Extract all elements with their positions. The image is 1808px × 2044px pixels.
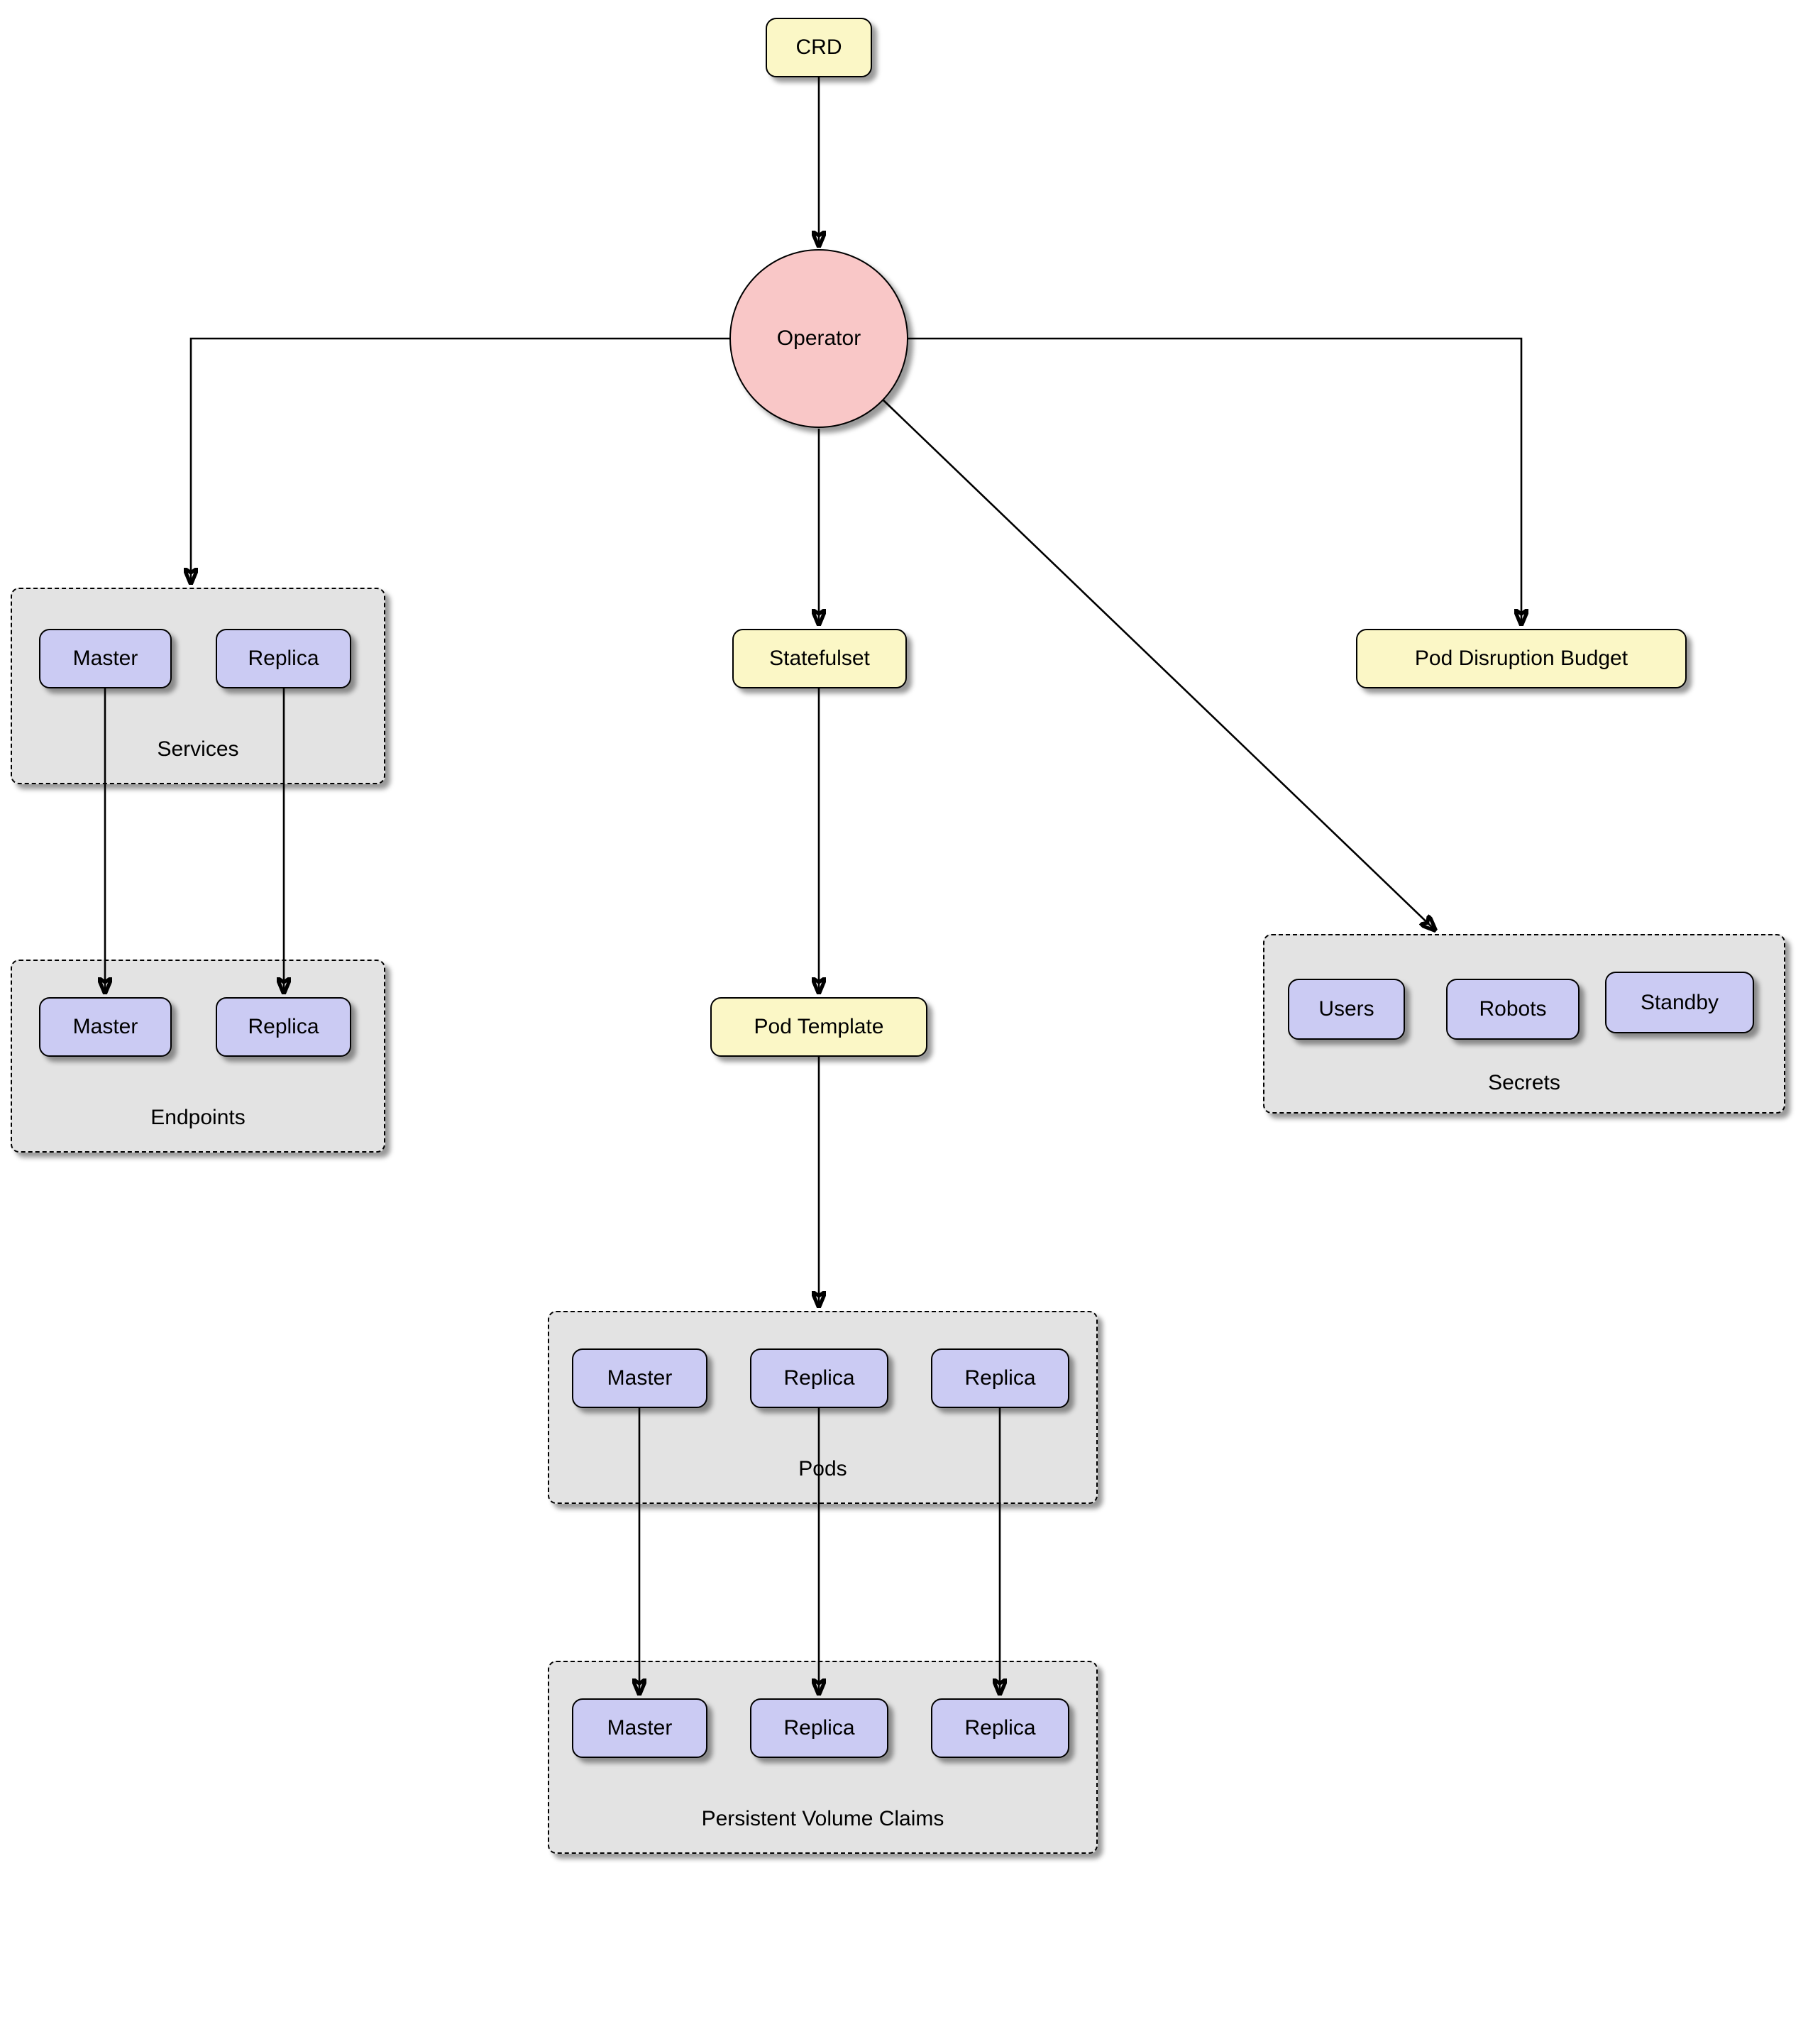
node-pods-replica-1: Replica bbox=[750, 1348, 888, 1408]
arrow-operator-to-pod-disruption-budget bbox=[907, 337, 1521, 626]
group-persistent-volume-claims-label: Persistent Volume Claims bbox=[701, 1807, 944, 1830]
node-endpoints-replica: Replica bbox=[216, 997, 351, 1057]
arrow-operator-to-services bbox=[191, 337, 731, 585]
group-pods-label: Pods bbox=[798, 1457, 847, 1480]
node-pod-template: Pod Template bbox=[710, 997, 927, 1057]
group-services-label: Services bbox=[157, 737, 239, 761]
node-endpoints-master: Master bbox=[39, 997, 172, 1057]
group-secrets-label: Secrets bbox=[1488, 1071, 1560, 1094]
node-pod-disruption-budget: Pod Disruption Budget bbox=[1356, 629, 1687, 688]
node-pods-master: Master bbox=[572, 1348, 707, 1408]
node-services-master: Master bbox=[39, 629, 172, 688]
node-crd: CRD bbox=[766, 18, 872, 77]
node-pvc-replica-1: Replica bbox=[750, 1698, 888, 1758]
node-operator: Operator bbox=[729, 249, 908, 428]
arrow-operator-to-secrets bbox=[883, 400, 1436, 931]
node-secrets-users: Users bbox=[1288, 979, 1405, 1040]
node-services-replica: Replica bbox=[216, 629, 351, 688]
node-statefulset: Statefulset bbox=[732, 629, 907, 688]
node-pvc-master: Master bbox=[572, 1698, 707, 1758]
node-pvc-replica-2: Replica bbox=[931, 1698, 1069, 1758]
node-pods-replica-2: Replica bbox=[931, 1348, 1069, 1408]
group-endpoints-label: Endpoints bbox=[150, 1106, 246, 1129]
node-secrets-robots: Robots bbox=[1446, 979, 1580, 1040]
node-secrets-standby: Standby bbox=[1605, 972, 1754, 1033]
